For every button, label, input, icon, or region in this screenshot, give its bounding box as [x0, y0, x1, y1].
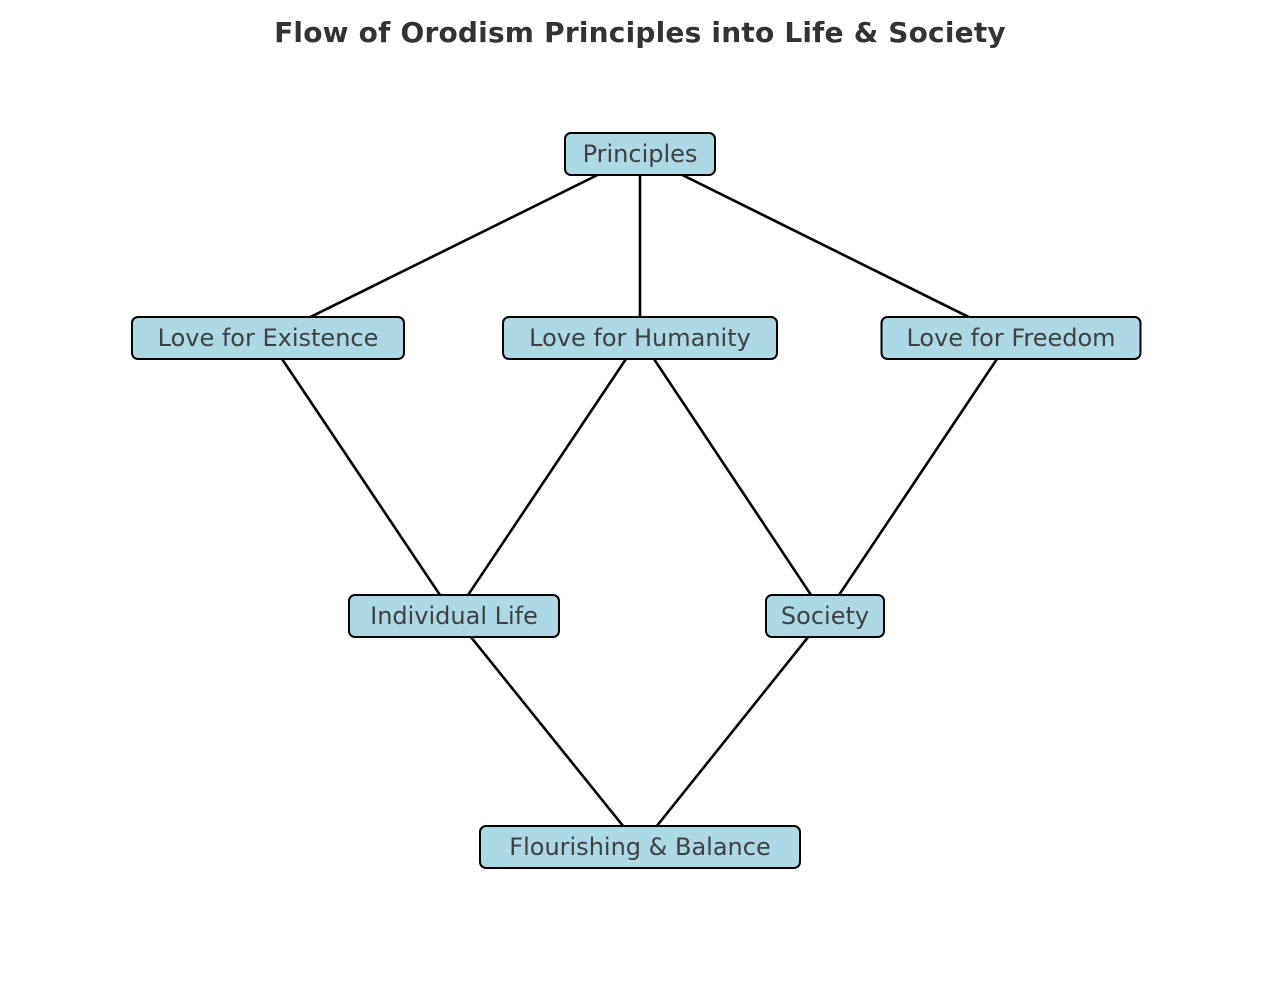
node-label-humanity: Love for Humanity [529, 324, 751, 352]
node-society[interactable]: Society [765, 594, 885, 638]
node-freedom[interactable]: Love for Freedom [880, 316, 1142, 360]
node-label-principles: Principles [582, 140, 698, 168]
node-label-flourishing: Flourishing & Balance [509, 833, 771, 861]
node-flourishing[interactable]: Flourishing & Balance [479, 825, 801, 869]
node-individual[interactable]: Individual Life [348, 594, 560, 638]
page-title: Flow of Orodism Principles into Life & S… [274, 16, 1006, 49]
node-label-existence: Love for Existence [157, 324, 379, 352]
node-existence[interactable]: Love for Existence [131, 316, 405, 360]
node-label-freedom: Love for Freedom [906, 324, 1116, 352]
node-humanity[interactable]: Love for Humanity [502, 316, 778, 360]
node-label-individual: Individual Life [370, 602, 538, 630]
node-principles[interactable]: Principles [564, 132, 716, 176]
node-label-society: Society [780, 602, 870, 630]
